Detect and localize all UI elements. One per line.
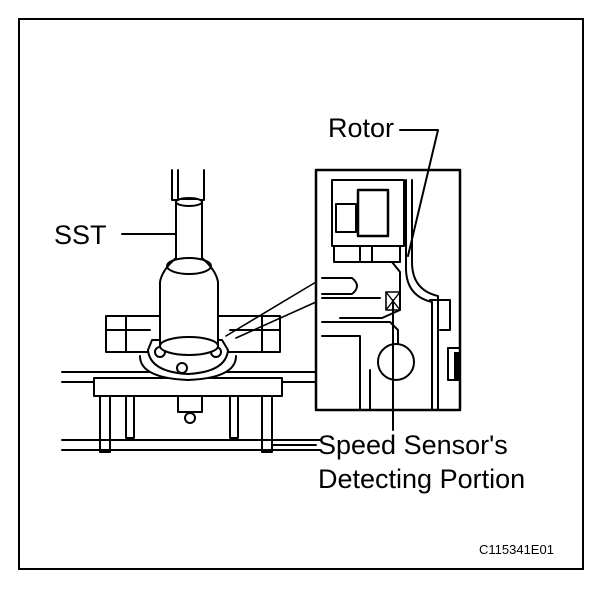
speed-sensor-label-line1: Speed Sensor's xyxy=(318,430,508,460)
sst-tool xyxy=(159,169,219,356)
inset-detail xyxy=(314,168,462,412)
speed-sensor-label-line2: Detecting Portion xyxy=(318,464,526,494)
figure-code: C115341E01 xyxy=(479,542,554,557)
rotor-label: Rotor xyxy=(328,113,395,143)
sst-label: SST xyxy=(54,220,107,250)
figure-frame xyxy=(18,18,584,570)
leader-lines xyxy=(121,129,439,446)
inset-connector xyxy=(225,281,317,339)
